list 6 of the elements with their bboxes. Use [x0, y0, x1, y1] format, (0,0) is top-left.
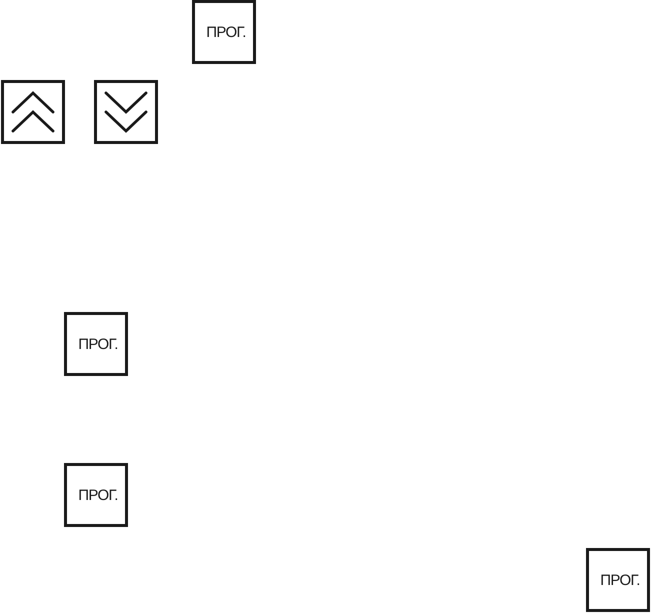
key-button: ПРОГ.: [64, 312, 128, 376]
key-button: [94, 80, 158, 144]
key-button: ПРОГ.: [586, 548, 650, 612]
key-button: ПРОГ.: [64, 463, 128, 527]
key-button: ПРОГ.: [192, 0, 256, 64]
key-button: [1, 80, 65, 144]
